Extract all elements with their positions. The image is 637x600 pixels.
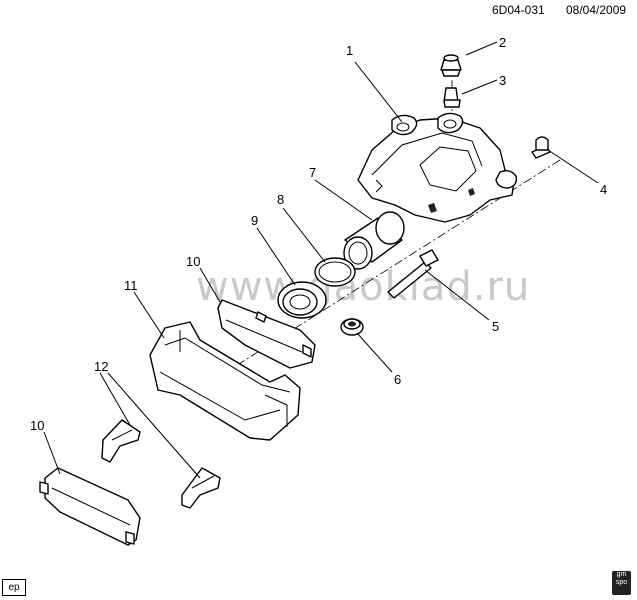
bleeder-cap: [440, 54, 462, 77]
pin-boot: [340, 318, 364, 336]
diagram-code: 6D04-031: [492, 3, 545, 17]
callout-10-upper: 10: [186, 254, 200, 269]
ep-badge: ep: [2, 579, 26, 596]
callout-12: 12: [94, 359, 108, 374]
callout-11: 11: [124, 278, 138, 293]
callout-2: 2: [499, 35, 506, 50]
caliper-housing: [357, 112, 518, 223]
callout-4: 4: [600, 182, 607, 197]
gm-spo-logo: gm spo: [612, 571, 631, 595]
guide-pin: [387, 249, 439, 299]
bleeder-valve: [443, 87, 461, 108]
inner-brake-pad: [217, 299, 316, 369]
caliper-bracket: [149, 321, 301, 441]
callout-10-lower: 10: [30, 418, 44, 433]
callout-5: 5: [492, 319, 499, 334]
outer-brake-pad: [39, 467, 141, 546]
callout-1: 1: [346, 43, 353, 58]
dust-boot: [277, 281, 327, 319]
guide-pin-bolt: [531, 136, 551, 159]
callout-6: 6: [394, 372, 401, 387]
pad-clip-right: [181, 467, 221, 509]
watermark: www.gaoklad.ru: [196, 264, 530, 310]
callout-8: 8: [277, 192, 284, 207]
piston-seal: [314, 257, 356, 287]
leader-lines: [43, 41, 599, 479]
callout-3: 3: [499, 73, 506, 88]
assembly-axis: [189, 159, 561, 396]
pad-clip-left: [101, 419, 141, 463]
callout-7: 7: [309, 165, 316, 180]
callout-9: 9: [251, 213, 258, 228]
diagram-date: 08/04/2009: [566, 3, 626, 17]
caliper-piston: [343, 211, 405, 270]
